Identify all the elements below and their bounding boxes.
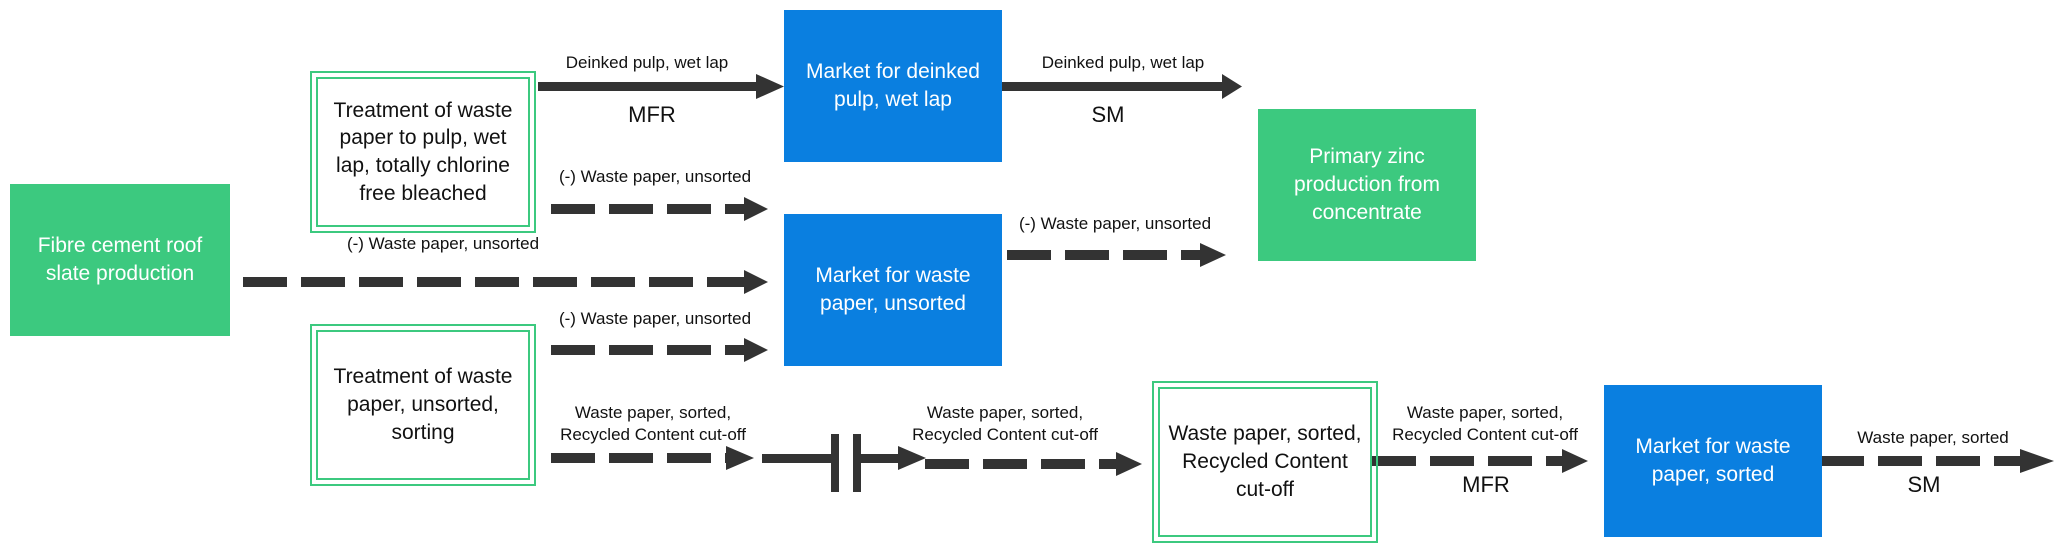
edge-label-sorted-3: Waste paper, sorted, Recycled Content cu…	[1392, 403, 1578, 445]
edge-label-sorted-2: Waste paper, sorted, Recycled Content cu…	[912, 403, 1098, 445]
edge-label-sorted-1: Waste paper, sorted, Recycled Content cu…	[560, 403, 746, 445]
edge-label-mfr-2: MFR	[1462, 472, 1510, 497]
edge-label-mfr-1: MFR	[628, 102, 676, 127]
edge-label-neg-2: (-) Waste paper, unsorted	[346, 234, 540, 253]
edge-label-sorted-4: Waste paper, sorted	[1857, 428, 2009, 447]
node-rc-cutoff: Waste paper, sorted, Recycled Content cu…	[1152, 381, 1378, 543]
cutoff-symbol	[762, 434, 926, 492]
node-treatment-unsorted: Treatment of waste paper, unsorted, sort…	[310, 324, 536, 486]
node-market-unsorted: Market for waste paper, unsorted	[784, 214, 1002, 366]
edge-label-neg-3: (-) Waste paper, unsorted	[1018, 214, 1212, 233]
edge-label-neg-4: (-) Waste paper, unsorted	[558, 309, 752, 328]
node-primary-zinc: Primary zinc production from concentrate	[1258, 109, 1476, 261]
edge-label-deinked-2: Deinked pulp, wet lap	[1041, 53, 1205, 72]
node-fibre-cement: Fibre cement roof slate production	[10, 184, 230, 336]
node-market-deinked: Market for deinked pulp, wet lap	[784, 10, 1002, 162]
edge-label-sm-2: SM	[1907, 472, 1941, 497]
edge-label-neg-1: (-) Waste paper, unsorted	[558, 167, 752, 186]
node-treatment-pulp: Treatment of waste paper to pulp, wet la…	[310, 71, 536, 233]
node-market-sorted: Market for waste paper, sorted	[1604, 385, 1822, 537]
arrow-treatment-to-market-deinked	[538, 74, 784, 99]
edge-label-deinked-1: Deinked pulp, wet lap	[565, 53, 729, 72]
edge-label-sm-1: SM	[1091, 102, 1125, 127]
arrow-market-deinked-out	[1002, 74, 1242, 99]
